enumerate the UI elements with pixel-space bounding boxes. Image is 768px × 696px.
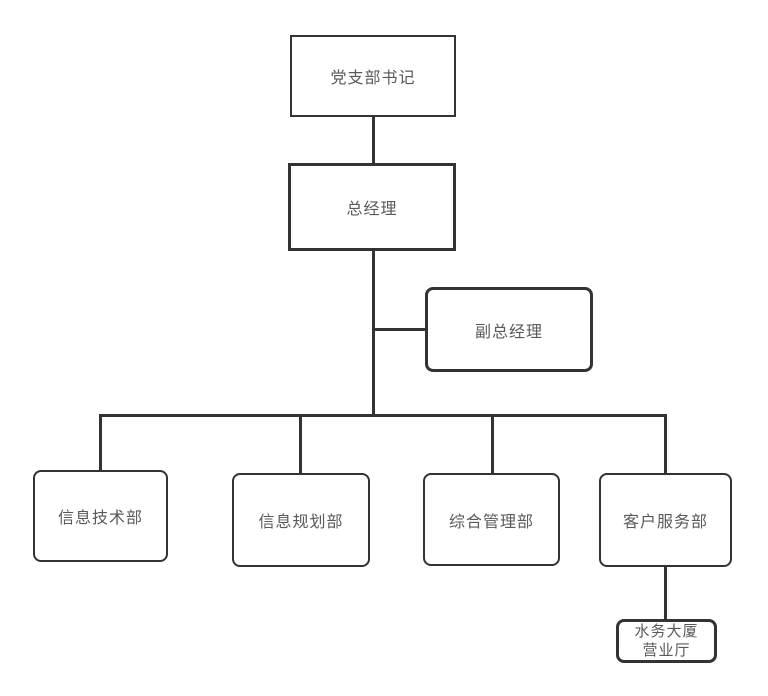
node-it-dept: 信息技术部 (33, 470, 168, 562)
node-general-manager: 总经理 (288, 163, 456, 251)
node-planning-dept-label: 信息规划部 (258, 512, 344, 531)
node-deputy-general-manager: 副总经理 (425, 287, 593, 372)
connector-drop-it-dept (99, 414, 102, 472)
connector-gm-trunk (372, 250, 375, 417)
node-customer-service-dept: 客户服务部 (599, 473, 732, 567)
node-party-secretary-label: 党支部书记 (330, 68, 416, 87)
connector-cs-to-business-hall (664, 566, 667, 621)
connector-horizontal-bus (99, 414, 667, 417)
node-business-hall-label-line1: 水务大厦 (634, 622, 699, 640)
node-business-hall: 水务大厦 营业厅 (616, 619, 717, 663)
node-business-hall-label-line2: 营业厅 (642, 641, 691, 659)
connector-gm-to-deputy (372, 328, 427, 331)
node-admin-dept-label: 综合管理部 (448, 511, 534, 531)
connector-drop-planning-dept (299, 414, 302, 475)
connector-drop-admin-dept (491, 414, 494, 475)
node-deputy-general-manager-label: 副总经理 (474, 321, 543, 341)
connector-secretary-to-gm (372, 116, 375, 164)
connector-drop-customer-service (664, 414, 667, 475)
node-party-secretary: 党支部书记 (290, 35, 456, 117)
node-customer-service-dept-label: 客户服务部 (622, 512, 708, 531)
node-admin-dept: 综合管理部 (423, 473, 560, 566)
node-it-dept-label: 信息技术部 (57, 508, 143, 527)
node-general-manager-label: 总经理 (346, 199, 398, 218)
node-planning-dept: 信息规划部 (232, 473, 370, 567)
